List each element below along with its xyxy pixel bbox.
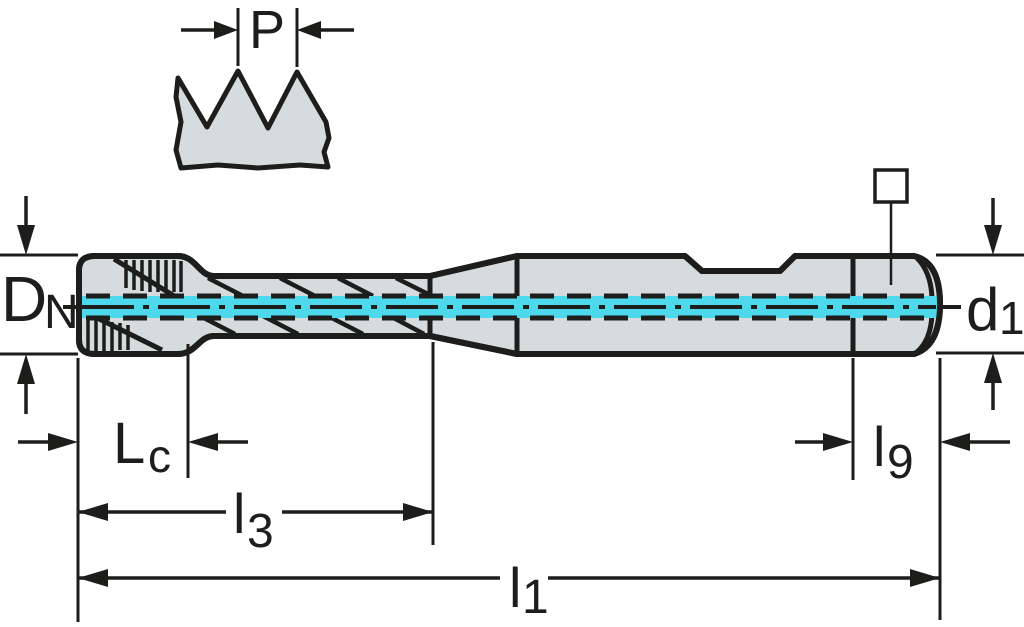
dimension-pitch: P	[181, 0, 354, 67]
arrowhead-right	[823, 433, 853, 451]
tap-silhouette-outline	[76, 253, 943, 357]
label-square-length-sub: 9	[887, 436, 914, 489]
arrowhead-right	[214, 21, 238, 39]
thread-profile-detail: P	[173, 0, 354, 171]
label-chamfer-length-sub: c	[148, 430, 171, 482]
label-overall-length-base: l	[509, 556, 521, 619]
dimension-nominal-diameter: D N	[0, 196, 79, 414]
square-drive-symbol	[873, 168, 909, 285]
label-pitch: P	[249, 0, 285, 60]
label-thread-length-sub: 3	[247, 505, 274, 558]
dimension-chamfer-length: L c	[18, 344, 248, 622]
tap-body	[63, 253, 961, 357]
thread-hatching-upper	[124, 260, 183, 292]
label-shank-diameter-sub: 1	[999, 292, 1024, 344]
thread-profile-shape	[173, 68, 332, 171]
label-thread-length-base: l	[233, 482, 245, 545]
label-square-length-base: l	[873, 415, 885, 478]
arrowhead-down	[984, 225, 1002, 255]
neck-flute-lines-upper	[206, 275, 430, 299]
label-chamfer-length-base: L	[113, 411, 145, 476]
dimension-thread-length: l 3	[78, 342, 435, 558]
label-nominal-diameter-base: D	[1, 263, 47, 335]
label-shank-diameter-base: d	[966, 276, 999, 343]
label-overall-length-sub: 1	[522, 571, 549, 624]
dimension-square-length: l 9	[795, 358, 1010, 489]
arrowhead-left	[940, 433, 970, 451]
square-drive-icon	[873, 168, 909, 204]
arrowhead-left	[78, 503, 108, 521]
arrowhead-up	[984, 353, 1002, 383]
label-nominal-diameter-sub: N	[44, 286, 79, 339]
arrowhead-right	[48, 433, 78, 451]
arrowhead-left	[188, 433, 218, 451]
arrowhead-left	[78, 569, 108, 587]
arrowhead-up	[17, 354, 35, 384]
arrowhead-right	[910, 569, 940, 587]
arrowhead-right	[403, 503, 433, 521]
arrowhead-left	[297, 21, 321, 39]
dimension-overall-length: l 1	[78, 358, 942, 624]
arrowhead-down	[17, 225, 35, 255]
coolant-centerline	[63, 293, 961, 321]
dimension-shank-diameter: d 1	[936, 198, 1024, 410]
